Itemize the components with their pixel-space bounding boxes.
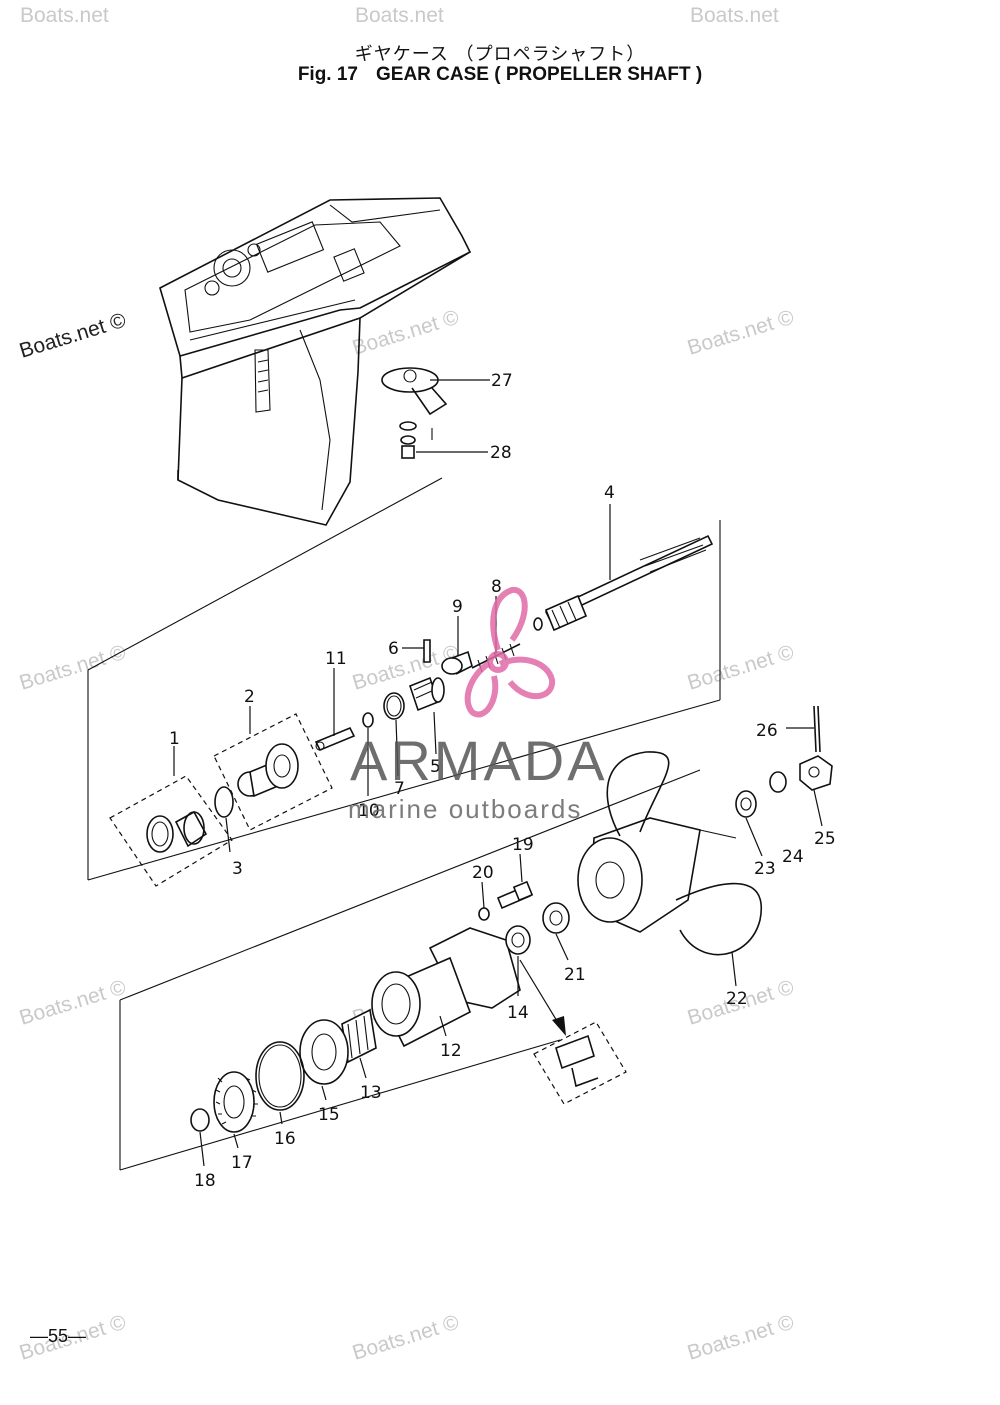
- part-23-thrust-washer: [735, 790, 757, 818]
- callout-24: 24: [782, 847, 804, 867]
- callout-26: 26: [756, 721, 778, 741]
- callout-10: 10: [358, 801, 380, 821]
- title-japanese: ギヤケース （プロペラシャフト）: [354, 44, 646, 65]
- callout-1: 1: [169, 729, 180, 749]
- part-9-slide: [441, 650, 473, 675]
- callout-18: 18: [194, 1171, 216, 1191]
- arrow-to-detail: [519, 959, 566, 1036]
- part-28-screw: [399, 421, 433, 459]
- part-27-plate: [381, 367, 448, 416]
- leader-lines: [173, 379, 823, 1167]
- logo-tagline: marine outboards: [348, 794, 582, 824]
- logo-wordmark: ARMADA: [350, 729, 608, 792]
- callout-17: 17: [231, 1153, 253, 1173]
- callout-25: 25: [814, 829, 836, 849]
- reference-frame: [87, 477, 721, 1171]
- part-3-ring: [214, 786, 234, 818]
- part-19-bolt: [496, 880, 534, 910]
- callout-9: 9: [452, 597, 463, 617]
- callout-19: 19: [512, 835, 534, 855]
- part-7-ring: [383, 692, 405, 720]
- callout-6: 6: [388, 639, 399, 659]
- callout-7: 7: [394, 779, 405, 799]
- callout-14: 14: [507, 1003, 529, 1023]
- figure-label: Fig. 17: [297, 64, 358, 85]
- callout-2: 2: [244, 687, 255, 707]
- armada-logo: ARMADA marine outboards: [348, 587, 608, 824]
- part-4-propeller-shaft: [533, 534, 714, 632]
- page-number: —55—: [30, 1326, 87, 1346]
- part-25-nut: [799, 755, 833, 791]
- part-21-seal: [542, 902, 570, 934]
- detail-box: [533, 1021, 627, 1105]
- part-group-2: [213, 713, 333, 831]
- part-26-cotter-pin: [813, 705, 821, 753]
- part-10-washer: [362, 712, 374, 728]
- watermark-text: Boats.net ©: [17, 308, 129, 362]
- part-24-washer: [769, 771, 787, 793]
- callout-8: 8: [491, 577, 502, 597]
- part-17-gear: [213, 1071, 258, 1133]
- callout-13: 13: [360, 1083, 382, 1103]
- callout-21: 21: [564, 965, 586, 985]
- watermark-text: Boats.net ©: [685, 640, 797, 694]
- callout-22: 22: [726, 989, 748, 1009]
- callout-11: 11: [325, 649, 347, 669]
- callout-23: 23: [754, 859, 776, 879]
- part-22-propeller: [577, 751, 763, 956]
- watermark-text: Boats.net ©: [17, 640, 129, 694]
- callout-20: 20: [472, 863, 494, 883]
- callout-3: 3: [232, 859, 243, 879]
- gear-case-housing: [159, 197, 472, 526]
- watermark-text: Boats.net ©: [350, 1310, 462, 1364]
- part-12-bearing-housing: [371, 927, 521, 1048]
- figure-title: GEAR CASE ( PROPELLER SHAFT ): [376, 64, 703, 85]
- callout-12: 12: [440, 1041, 462, 1061]
- part-20-washer: [478, 907, 490, 921]
- watermark-text: Boats.net: [20, 4, 109, 27]
- part-18-washer: [190, 1108, 210, 1132]
- watermark-text: Boats.net: [690, 4, 779, 27]
- callout-4: 4: [604, 483, 615, 503]
- watermark-text: Boats.net ©: [685, 305, 797, 359]
- callout-15: 15: [318, 1105, 340, 1125]
- part-11-pin: [314, 726, 356, 752]
- part-16-o-ring: [255, 1041, 305, 1111]
- callout-5: 5: [430, 757, 441, 777]
- title-english: Fig. 17 GEAR CASE ( PROPELLER SHAFT ): [0, 64, 1000, 86]
- watermark-text: Boats.net ©: [685, 1310, 797, 1364]
- propeller-logo-icon: [464, 587, 556, 718]
- part-5-clutch: [409, 676, 445, 712]
- part-15-bearing: [299, 1019, 349, 1085]
- part-group-1: [109, 775, 233, 887]
- watermark-text: Boats.net: [355, 4, 444, 27]
- callout-numbers: 27 28 4 8 9 6 11 2 1 3 7 5 10 26 25 24 2…: [169, 371, 836, 1191]
- callout-28: 28: [490, 443, 512, 463]
- watermark-text: Boats.net ©: [17, 975, 129, 1029]
- callout-16: 16: [274, 1129, 296, 1149]
- part-6-pin: [423, 639, 431, 663]
- callout-27: 27: [491, 371, 513, 391]
- part-14-seal: [505, 925, 531, 955]
